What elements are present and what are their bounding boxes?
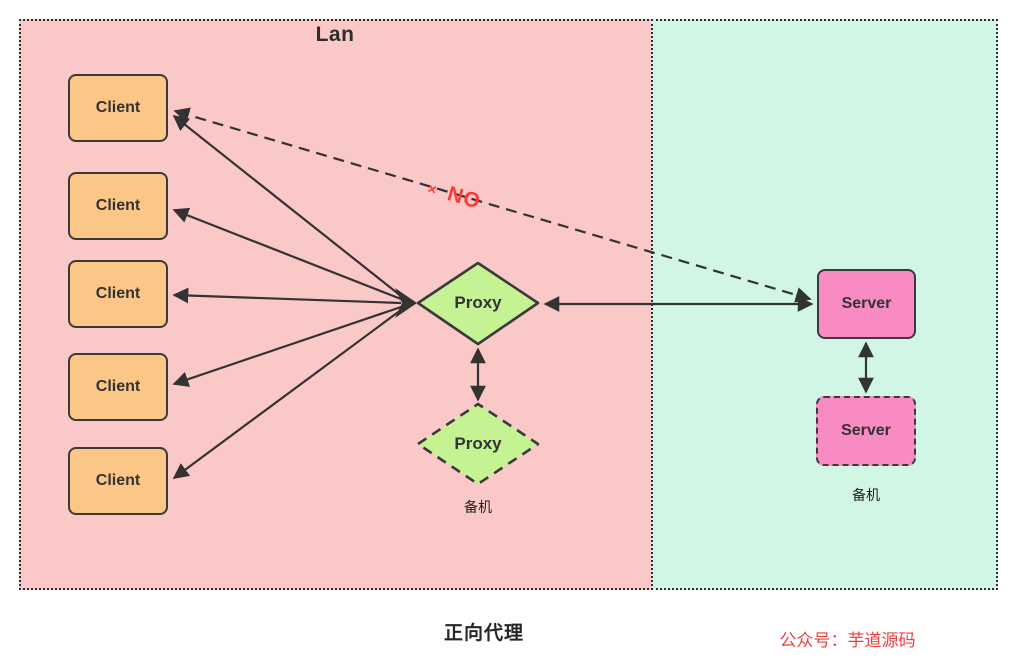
server-backup-caption: 备机	[852, 487, 880, 503]
client-label: Client	[95, 378, 141, 395]
client-label: Client	[95, 285, 141, 302]
server-backup-node: Server	[816, 396, 916, 466]
proxy-backup-caption: 备机	[464, 499, 492, 515]
watermark-text: 公众号：芋道源码	[779, 631, 916, 651]
server-backup-label: Server	[841, 422, 891, 439]
client-label: Client	[95, 472, 141, 489]
client-node-1: Client	[68, 74, 168, 142]
client-node-5: Client	[68, 447, 168, 515]
server-node: Server	[817, 269, 916, 339]
diagram-title: 正向代理	[443, 623, 524, 644]
client-label: Client	[95, 197, 141, 214]
client-label: Client	[95, 99, 141, 116]
server-label: Server	[841, 295, 892, 312]
client-node-3: Client	[68, 260, 168, 328]
lan-region-label: Lan	[315, 23, 355, 46]
client-node-2: Client	[68, 172, 168, 240]
client-node-4: Client	[68, 353, 168, 421]
